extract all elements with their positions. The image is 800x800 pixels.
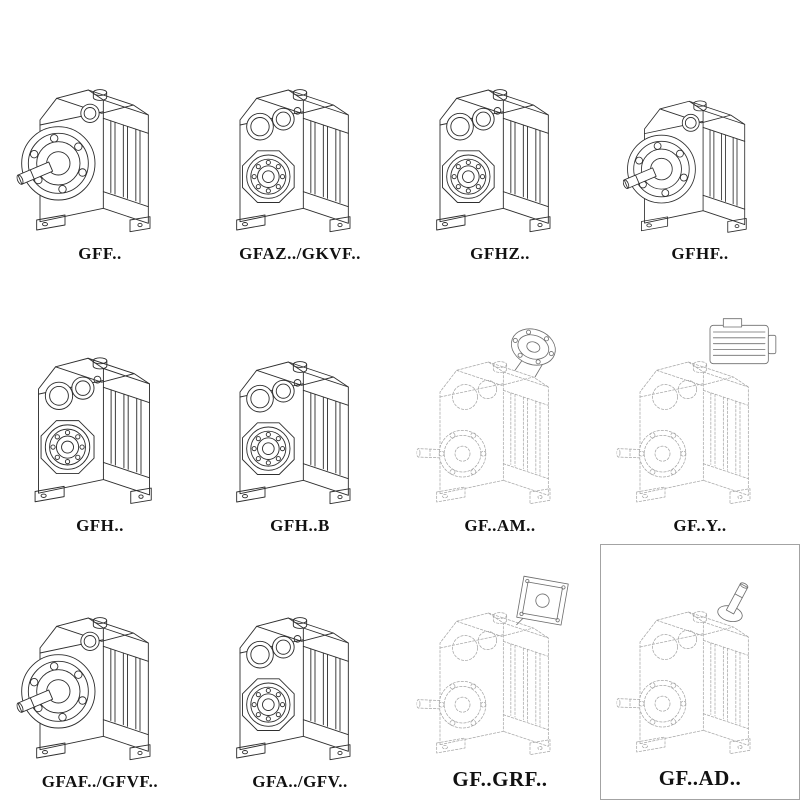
gearbox-drawing-gf-grf	[415, 563, 585, 763]
gearbox-cell-gf-grf: GF..GRF..	[400, 544, 600, 800]
gearbox-cell-gfaf-gfvf: GFAF../GFVF..	[0, 544, 200, 800]
model-label: GF..Y..	[673, 516, 727, 535]
model-label: GFA../GFV..	[252, 772, 348, 791]
model-label: GFAZ../GKVF..	[239, 244, 361, 263]
gearbox-drawing-gff	[15, 40, 185, 240]
model-label: GFF..	[78, 244, 122, 263]
model-label: GFH..B	[270, 516, 330, 535]
model-label: GFAF../GFVF..	[41, 772, 159, 791]
gearbox-cell-gff: GFF..	[0, 0, 200, 272]
gearbox-cell-gfhf: GFHF..	[600, 0, 800, 272]
gearbox-drawing-gfaf-gfvf	[15, 568, 185, 768]
gearbox-drawing-gfhz	[415, 40, 585, 240]
gearbox-cell-gfa-gfv: GFA../GFV..	[200, 544, 400, 800]
gearbox-drawing-gf-ad	[615, 562, 785, 762]
model-label: GFHZ..	[470, 244, 530, 263]
model-label: GFHF..	[671, 244, 729, 263]
gearbox-cell-gfh: GFH..	[0, 272, 200, 544]
gearbox-cell-gfh-b: GFH..B	[200, 272, 400, 544]
model-label: GF..AD..	[658, 766, 742, 790]
model-label: GF..GRF..	[452, 767, 548, 791]
gearbox-drawing-gfh	[12, 307, 188, 512]
gearbox-cell-gf-y: GF..Y..	[600, 272, 800, 544]
model-label: GFH..	[76, 516, 124, 535]
gearbox-cell-gfaz-gkvf: GFAZ../GKVF..	[200, 0, 400, 272]
gearbox-cell-gf-ad: GF..AD..	[600, 544, 800, 800]
model-label: GF..AM..	[464, 516, 536, 535]
gearbox-drawing-gfaz-gkvf	[215, 40, 385, 240]
gearbox-cell-gfhz: GFHZ..	[400, 0, 600, 272]
gearbox-drawing-gf-y	[615, 312, 785, 512]
gearbox-cell-gf-am: GF..AM..	[400, 272, 600, 544]
gearbox-drawing-gfh-b	[215, 312, 385, 512]
gearbox-drawing-gf-am	[415, 312, 585, 512]
gearbox-drawing-gfhf	[621, 55, 779, 240]
gearbox-drawing-gfa-gfv	[215, 568, 385, 768]
